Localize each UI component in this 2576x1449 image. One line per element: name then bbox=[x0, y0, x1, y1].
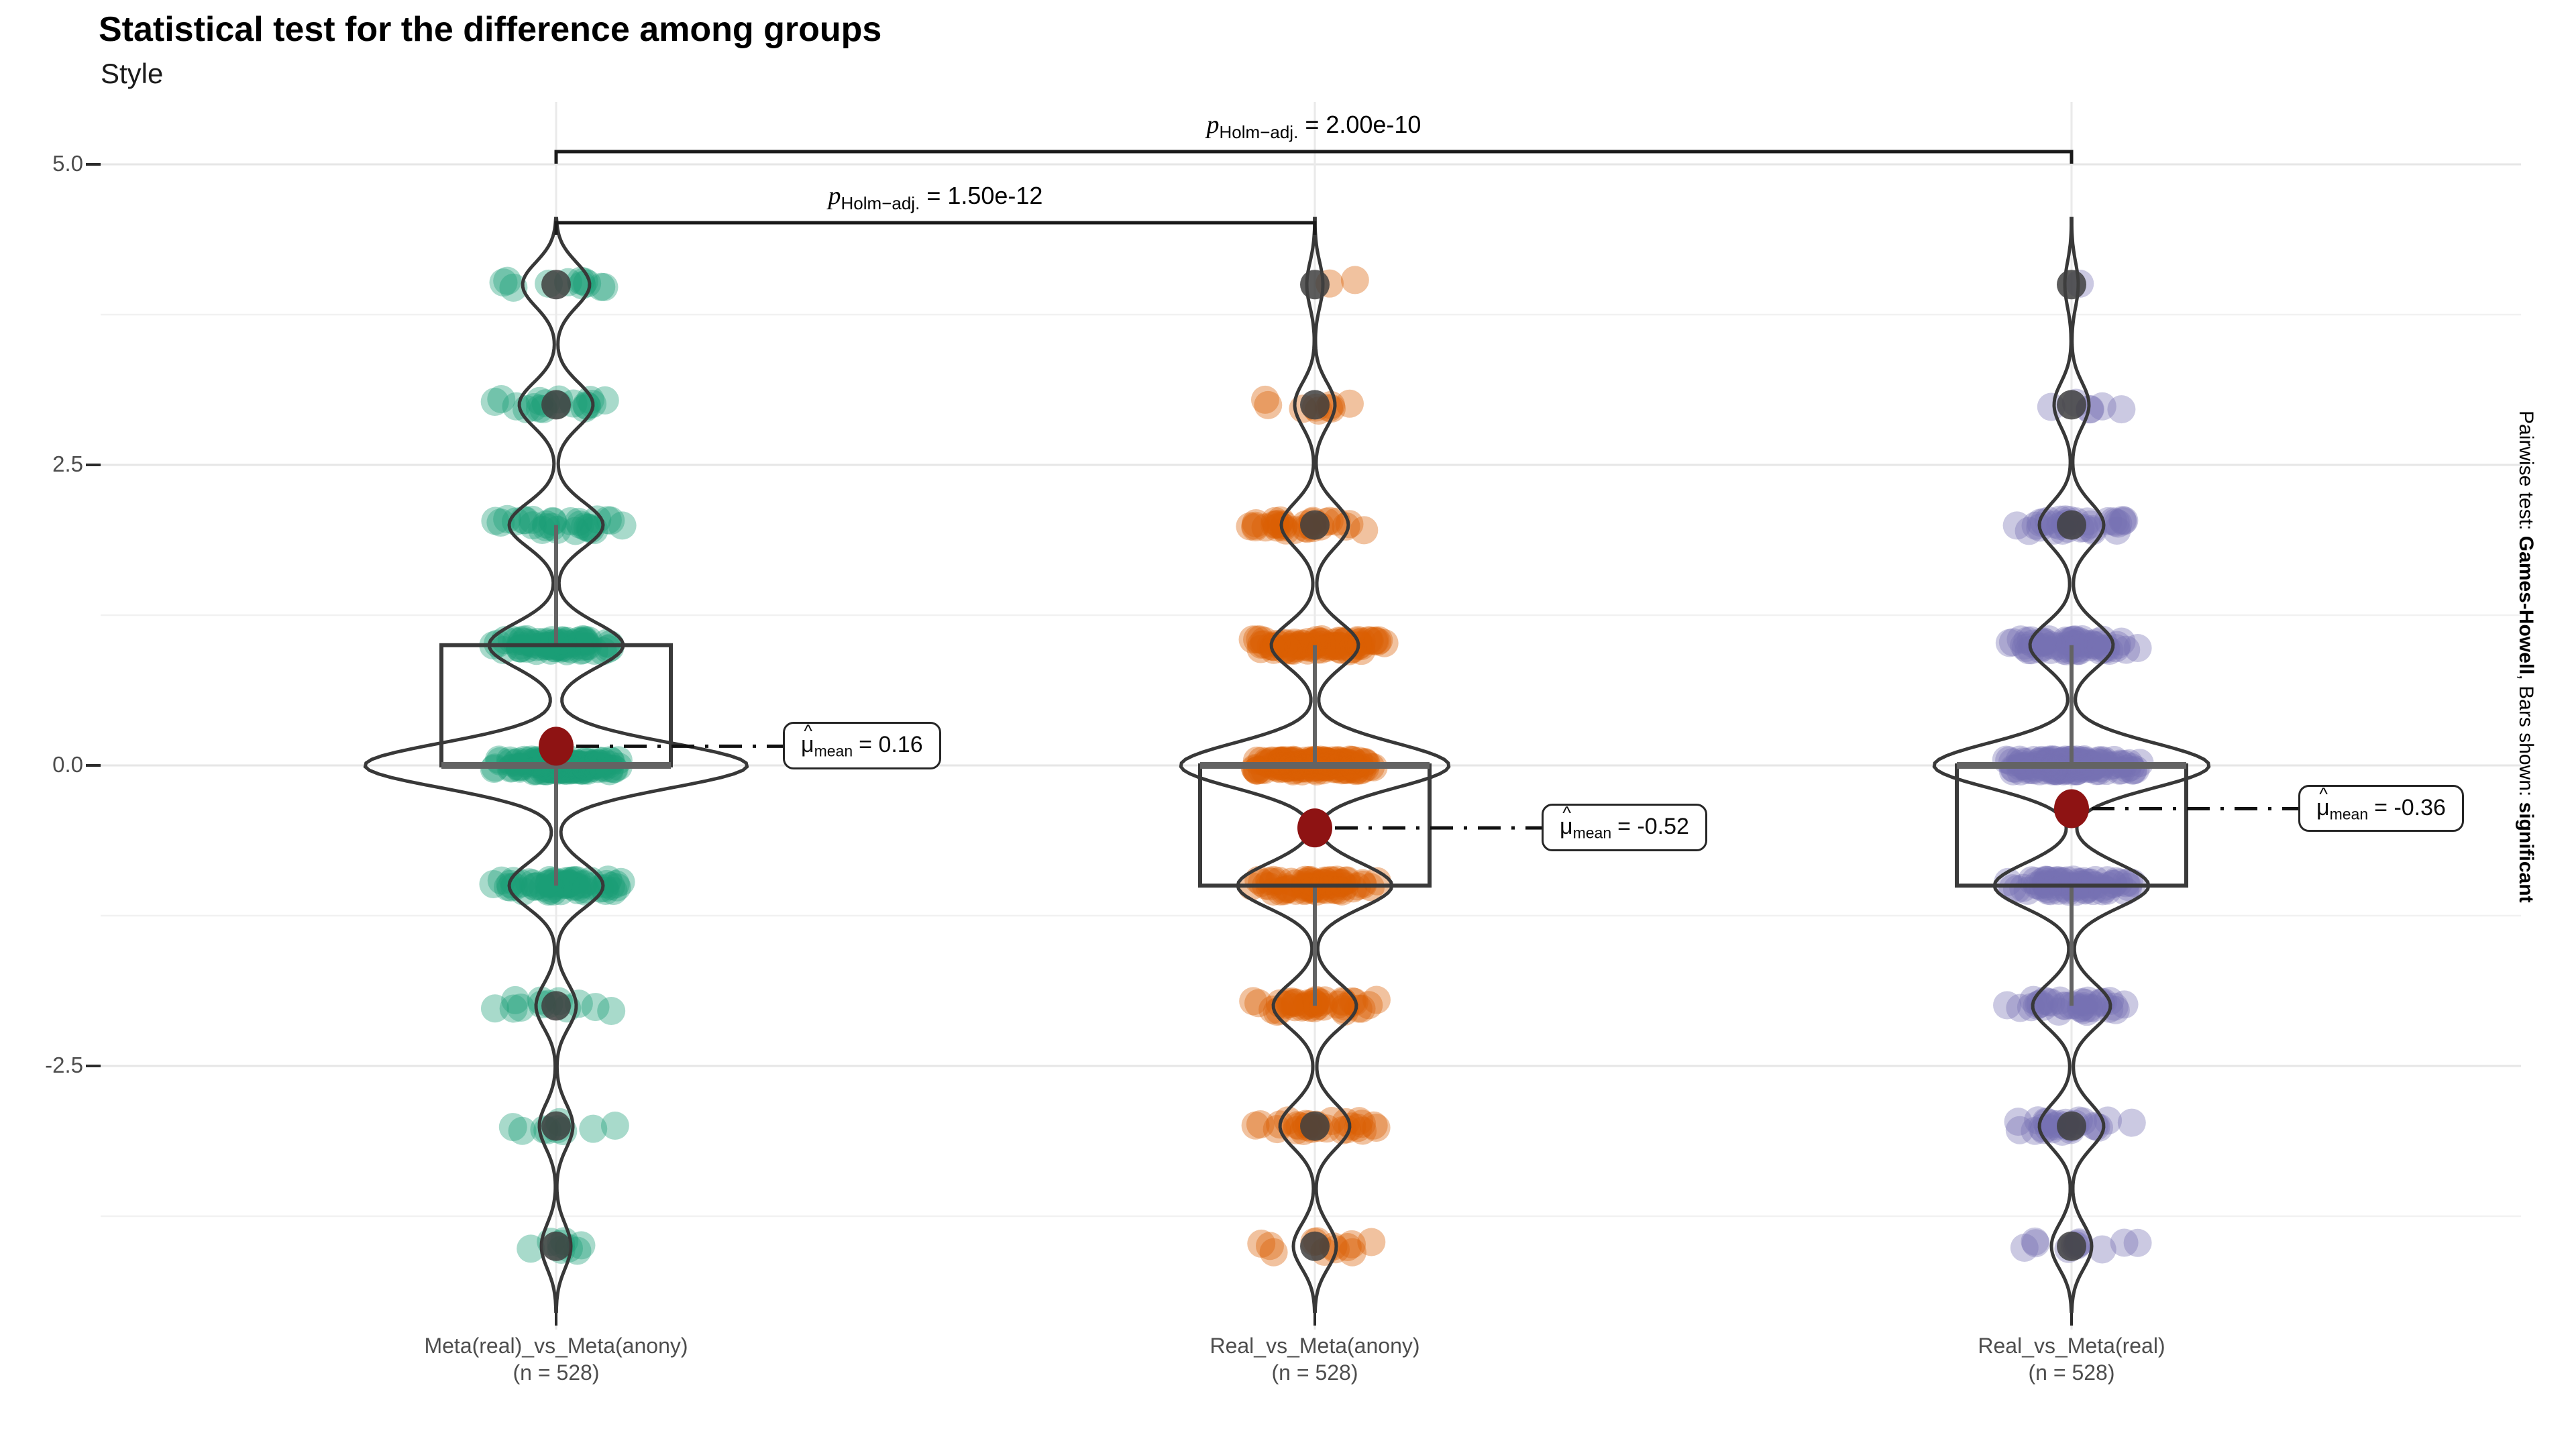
mu-hat-symbol: ^μ bbox=[2316, 783, 2330, 820]
mean-subscript: mean bbox=[1572, 824, 1612, 842]
x-axis-group-label: Meta(real)_vs_Meta(anony) (n = 528) bbox=[301, 1332, 811, 1386]
right-axis-caption: Pairwise test: Games-Howell, Bars shown:… bbox=[2514, 411, 2537, 903]
pvalue-annotation: pHolm−adj. = 2.00e-10 bbox=[1012, 110, 1616, 143]
x-axis-group-label: Real_vs_Meta(real) (n = 528) bbox=[1817, 1332, 2326, 1386]
mean-annotation: ^μmean = 0.16 bbox=[783, 720, 941, 769]
p-subscript: Holm−adj. bbox=[841, 193, 920, 213]
caption-middle: , Bars shown: bbox=[2515, 674, 2537, 802]
y-tick-label: 0.0 bbox=[52, 752, 83, 777]
group-name-label: Real_vs_Meta(real) bbox=[1978, 1334, 2165, 1358]
caption-emphasis: significant bbox=[2515, 802, 2537, 903]
mu-hat-symbol: ^μ bbox=[1560, 802, 1573, 840]
group-name-label: Real_vs_Meta(anony) bbox=[1210, 1334, 1420, 1358]
group-n-label: (n = 528) bbox=[1271, 1360, 1358, 1385]
group-name-label: Meta(real)_vs_Meta(anony) bbox=[424, 1334, 688, 1358]
mu-hat-symbol: ^μ bbox=[801, 720, 814, 758]
pvalue-annotation: pHolm−adj. = 1.50e-12 bbox=[634, 181, 1238, 214]
group-n-label: (n = 528) bbox=[2028, 1360, 2115, 1385]
p-symbol: p bbox=[1206, 111, 1220, 139]
p-value: = 1.50e-12 bbox=[926, 182, 1043, 209]
group-n-label: (n = 528) bbox=[513, 1360, 600, 1385]
x-axis-group-label: Real_vs_Meta(anony) (n = 528) bbox=[1060, 1332, 1570, 1386]
mean-value: = -0.36 bbox=[2374, 794, 2446, 820]
plot-subtitle: Style bbox=[101, 58, 164, 89]
mean-subscript: mean bbox=[814, 742, 853, 760]
p-value: = 2.00e-10 bbox=[1305, 111, 1421, 138]
p-subscript: Holm−adj. bbox=[1219, 121, 1299, 142]
plot-title: Statistical test for the difference amon… bbox=[99, 10, 882, 49]
mean-value: = 0.16 bbox=[859, 732, 923, 758]
p-symbol: p bbox=[828, 182, 841, 210]
mean-subscript: mean bbox=[2329, 804, 2369, 822]
y-tick-label: 2.5 bbox=[52, 451, 83, 476]
mean-value: = -0.52 bbox=[1617, 814, 1689, 840]
caption-prefix: Pairwise test: bbox=[2515, 411, 2537, 536]
y-tick-label: 5.0 bbox=[52, 151, 83, 176]
caption-test-name: Games-Howell bbox=[2515, 535, 2537, 675]
y-tick-label: -2.5 bbox=[45, 1053, 83, 1077]
mean-annotation: ^μmean = -0.36 bbox=[2298, 783, 2464, 832]
mean-annotation: ^μmean = -0.52 bbox=[1542, 802, 1707, 851]
